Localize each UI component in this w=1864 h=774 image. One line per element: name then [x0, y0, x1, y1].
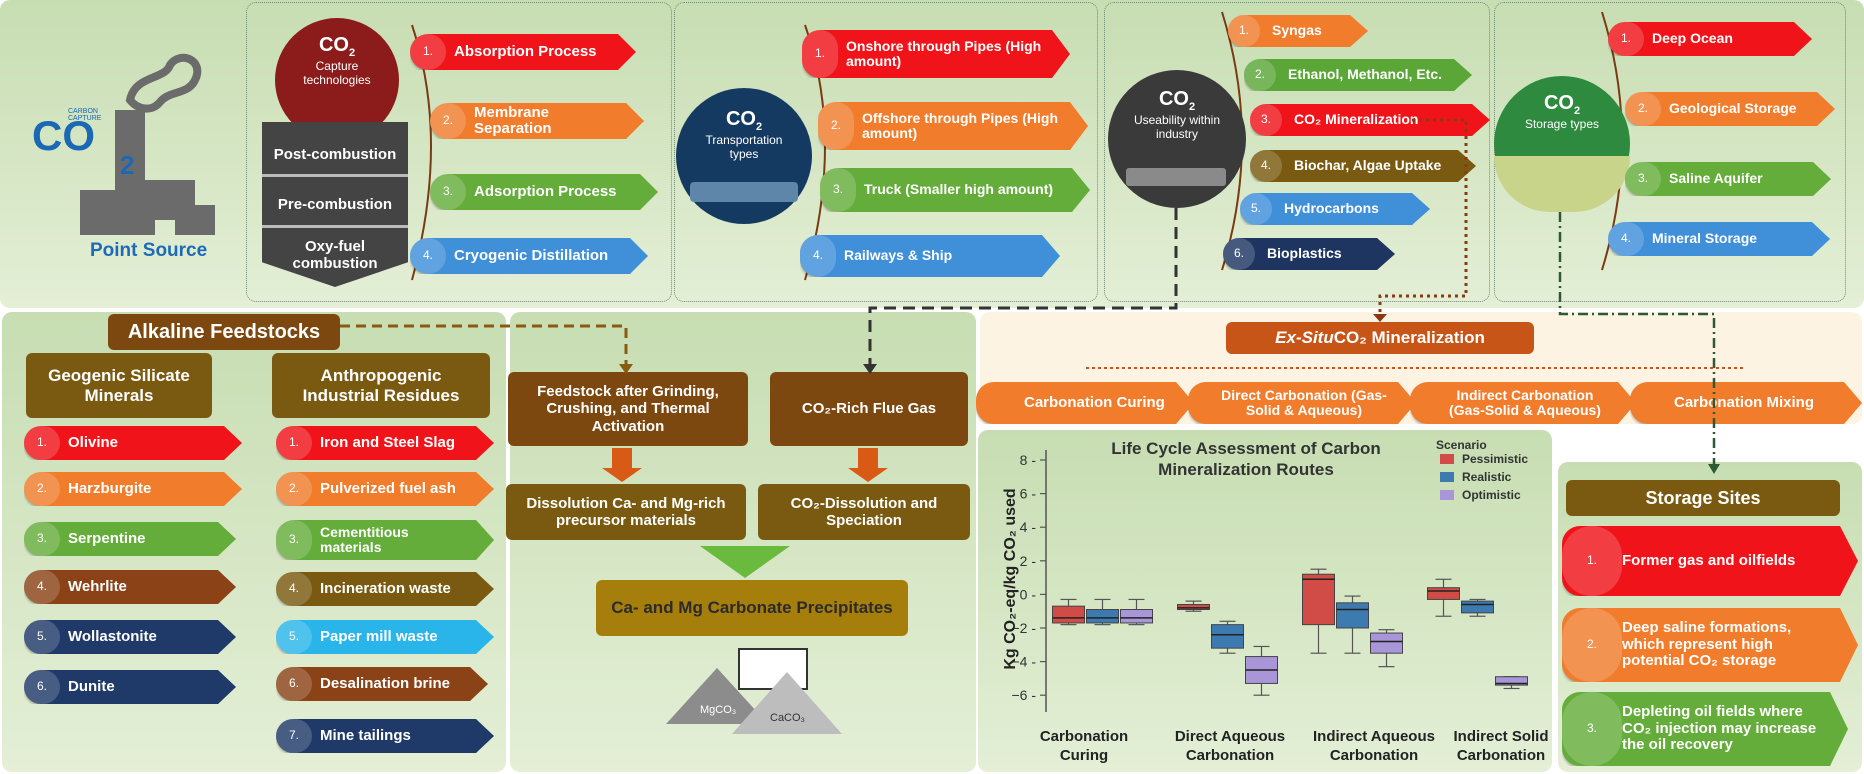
y-tick-label: 8 - — [1020, 452, 1037, 468]
legend-swatch-realistic — [1440, 472, 1454, 482]
geogenic-item-4[interactable]: 4.Wehrlite — [24, 570, 236, 604]
capture-item-1[interactable]: 1.Absorption Process — [410, 34, 636, 70]
usability-item-1[interactable]: 1.Syngas — [1228, 15, 1368, 47]
box-optimistic — [1495, 676, 1528, 686]
anthro-item-7[interactable]: 7.Mine tailings — [276, 719, 494, 753]
transport-circle: CO2 Transportation types — [676, 88, 812, 224]
anthro-item-4[interactable]: 4.Incineration waste — [276, 572, 494, 606]
storage-site-3[interactable]: 3.Depleting oil fields where CO₂ injecti… — [1562, 692, 1848, 766]
storage-item-3[interactable]: 3.Saline Aquifer — [1625, 162, 1831, 196]
brick-wall-icon — [738, 648, 808, 690]
factory-icon — [80, 53, 215, 235]
y-tick-label: 2 - — [1020, 553, 1037, 569]
capture-circle: CO2 Capture technologies — [275, 18, 399, 142]
y-tick-label: −6 - — [1011, 687, 1036, 703]
storage-item-1[interactable]: 1.Deep Ocean — [1608, 22, 1812, 56]
pre-combustion-label: Pre-combustion — [277, 196, 393, 213]
storage-sites-title: Storage Sites — [1566, 480, 1840, 516]
transport-item-1[interactable]: 1.Onshore through Pipes (High amount) — [802, 30, 1070, 78]
capture-item-4[interactable]: 4.Cryogenic Distillation — [410, 238, 648, 274]
capture-item-3[interactable]: 3.Adsorption Process — [430, 174, 658, 210]
post-combustion-label: Post-combustion — [273, 146, 397, 163]
y-tick-label: 0 - — [1020, 586, 1037, 602]
anthro-item-1[interactable]: 1.Iron and Steel Slag — [276, 426, 494, 460]
box-pessimistic — [1052, 605, 1085, 624]
storage-item-2[interactable]: 2.Geological Storage — [1625, 92, 1835, 126]
speciation-box: CO₂-Dissolution and Speciation — [758, 484, 970, 540]
anthro-item-5[interactable]: 5.Paper mill waste — [276, 620, 494, 654]
point-source-label: Point Source — [90, 240, 208, 261]
box-pessimistic — [1177, 603, 1210, 611]
point-source-section: CO 2 CARBON CAPTURE Point Source — [20, 40, 240, 270]
usability-item-6[interactable]: 6.Bioplastics — [1223, 238, 1395, 270]
usability-item-2[interactable]: 2.Ethanol, Methanol, Etc. — [1244, 59, 1472, 91]
anthro-item-6[interactable]: 6.Desalination brine — [276, 667, 488, 701]
geogenic-item-2[interactable]: 2.Harzburgite — [24, 472, 242, 506]
storage-site-2[interactable]: 2.Deep saline formations, which represen… — [1562, 608, 1858, 682]
transport-item-2[interactable]: 2.Offshore through Pipes (High amount) — [818, 102, 1088, 150]
x-label-3: Indirect Aqueous Carbonation — [1313, 728, 1435, 764]
oxy-fuel-label: Oxy-fuel combustion — [292, 238, 378, 272]
anthro-item-3[interactable]: 3.Cementitious materials — [276, 520, 494, 560]
box-optimistic — [1370, 632, 1403, 654]
route-carbonation-curing[interactable]: Carbonation Curing — [976, 382, 1194, 424]
arrow-down-right — [858, 448, 878, 470]
alkaline-title: Alkaline Feedstocks — [108, 314, 340, 350]
feedstock-box: Feedstock after Grinding, Crushing, and … — [508, 372, 748, 446]
industry-icon — [1126, 168, 1226, 186]
box-pessimistic — [1427, 587, 1460, 600]
exsitu-title: Ex-Situ CO₂ Mineralization — [1226, 322, 1534, 354]
y-tick-label: 4 - — [1020, 519, 1037, 535]
arrow-down-left — [612, 448, 632, 470]
legend-optimistic: Optimistic — [1462, 488, 1521, 502]
usability-panel — [1104, 2, 1490, 302]
legend-realistic: Realistic — [1462, 470, 1512, 484]
geogenic-title: Geogenic Silicate Minerals — [26, 353, 212, 418]
legend-title: Scenario — [1436, 438, 1487, 452]
ship-icon — [690, 182, 798, 202]
chart-panel — [978, 430, 1552, 772]
legend-pessimistic: Pessimistic — [1462, 452, 1529, 466]
anthro-item-2[interactable]: 2.Pulverized fuel ash — [276, 472, 494, 506]
y-tick-label: 6 - — [1020, 486, 1037, 502]
transport-item-3[interactable]: 3.Truck (Smaller high amount) — [820, 168, 1090, 212]
y-tick-label: −2 - — [1011, 620, 1036, 636]
geogenic-item-3[interactable]: 3.Serpentine — [24, 522, 236, 556]
capture-item-2[interactable]: 2.Membrane Separation — [430, 103, 644, 139]
y-axis-label: Kg CO₂-eq/kg CO₂ used — [1002, 488, 1019, 670]
geogenic-item-5[interactable]: 5.Wollastonite — [24, 620, 236, 654]
storage-site-1[interactable]: 1.Former gas and oilfields — [1562, 526, 1858, 596]
capture-panel — [246, 2, 672, 302]
dissolution-box: Dissolution Ca- and Mg-rich precursor ma… — [506, 484, 746, 540]
precipitates-box: Ca- and Mg Carbonate Precipitates — [596, 580, 908, 636]
geogenic-item-1[interactable]: 1.Olivine — [24, 426, 242, 460]
co2-logo: CO 2 CARBON CAPTURE — [32, 108, 135, 180]
chart-title: Life Cycle Assessment of Carbon Minerali… — [1111, 439, 1381, 480]
box-realistic — [1211, 624, 1244, 649]
y-tick-label: −4 - — [1011, 654, 1036, 670]
geogenic-item-6[interactable]: 6.Dunite — [24, 670, 236, 704]
box-pessimistic — [1302, 573, 1335, 626]
flue-gas-box: CO₂-Rich Flue Gas — [770, 372, 968, 446]
x-label-4: Indirect Solid Carbonation — [1453, 728, 1549, 764]
box-realistic — [1086, 609, 1119, 624]
box-realistic — [1336, 602, 1369, 629]
legend-swatch-optimistic — [1440, 490, 1454, 500]
capture-stack: Post-combustion Pre-combustion Oxy-fuel … — [262, 122, 408, 287]
x-label-1: Carbonation Curing — [1039, 728, 1129, 764]
usability-circle: CO2 Useability within industry — [1108, 70, 1246, 208]
box-optimistic — [1120, 609, 1153, 624]
x-label-2: Direct Aqueous Carbonation — [1174, 728, 1286, 764]
legend-swatch-pessimistic — [1440, 454, 1454, 464]
route-direct-carbonation[interactable]: Direct Carbonation (Gas-Solid & Aqueous) — [1188, 382, 1416, 424]
box-realistic — [1461, 600, 1494, 614]
